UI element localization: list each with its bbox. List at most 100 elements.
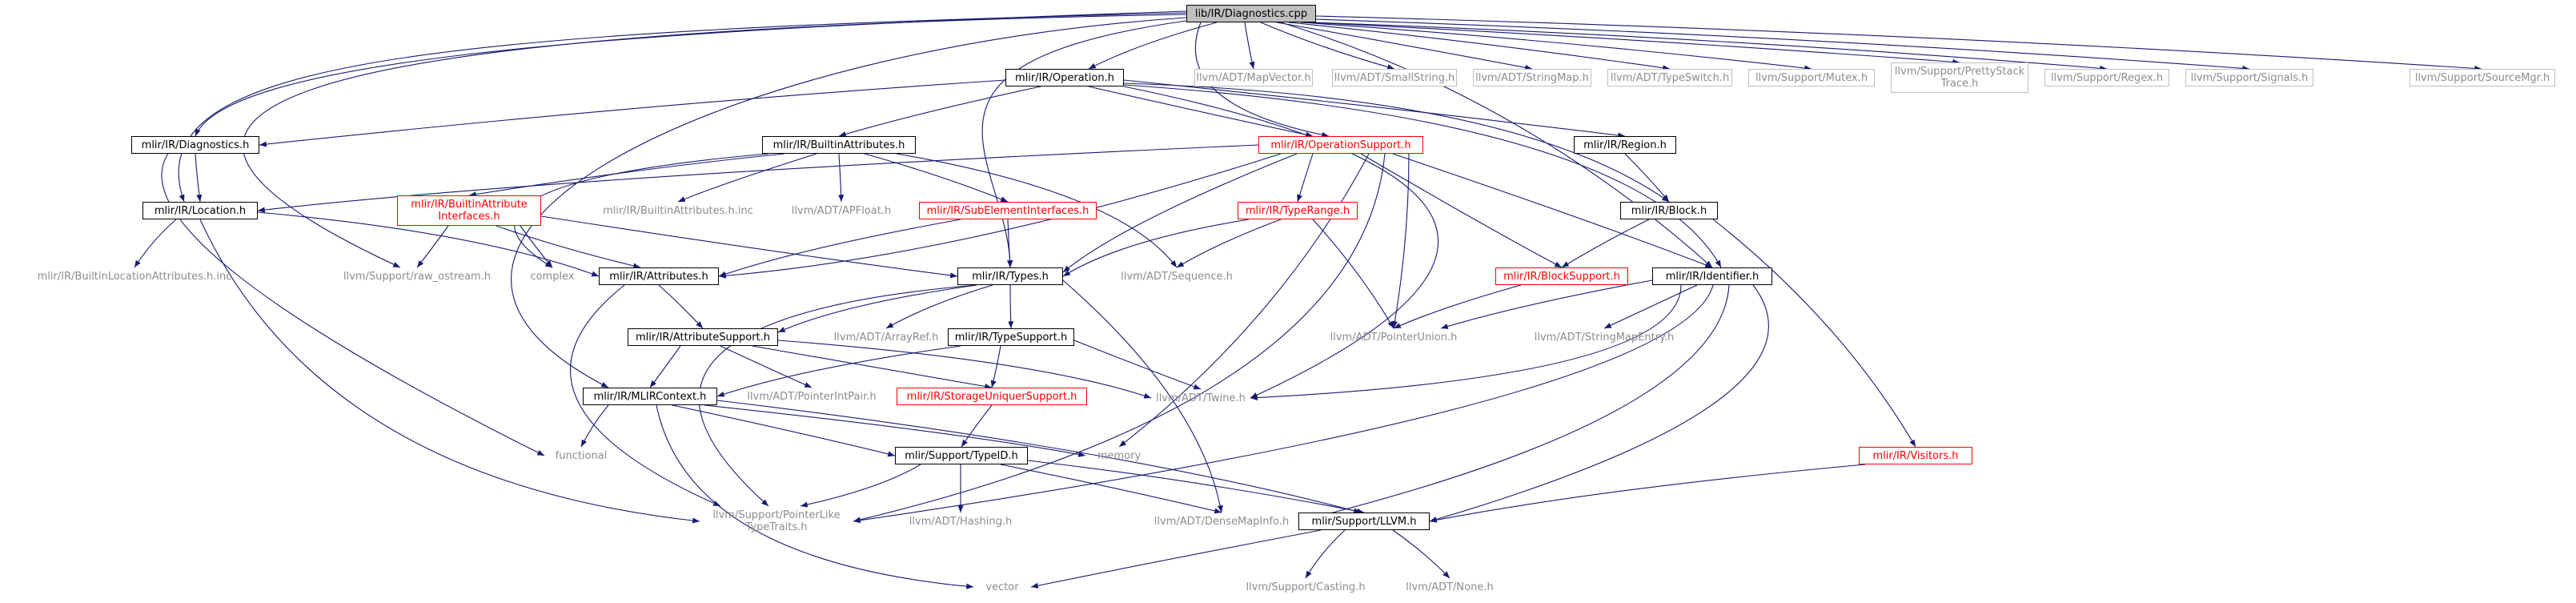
edge-builtinattributeinterfaces-h-to-types-h xyxy=(540,215,958,279)
node-pointerunion-h[interactable]: llvm/ADT/PointerUnion.h xyxy=(1330,331,1458,344)
node-typerange-h[interactable]: mlir/IR/TypeRange.h xyxy=(1238,202,1358,219)
node-storageuniquersupport-h[interactable]: mlir/IR/StorageUniquerSupport.h xyxy=(897,388,1087,405)
node-diagnostics-h[interactable]: mlir/IR/Diagnostics.h xyxy=(131,136,259,154)
node-typesupport-h[interactable]: mlir/IR/TypeSupport.h xyxy=(948,328,1074,346)
edge-builtinattributeinterfaces-h-to-attributes-h xyxy=(496,225,641,269)
edge-subelementinterfaces-h-to-attributes-h xyxy=(718,219,961,277)
node-attributesupport-h[interactable]: mlir/IR/AttributeSupport.h xyxy=(628,328,778,346)
edge-typesupport-h-to-storageuniquersupport-h xyxy=(990,345,1001,388)
node-raw-ostream-h[interactable]: llvm/Support/raw_ostream.h xyxy=(343,270,492,283)
node-casting-h[interactable]: llvm/Support/Casting.h xyxy=(1246,581,1366,593)
edge-typerange-h-to-types-h xyxy=(1062,219,1250,277)
edge-llvm-h-to-none-h xyxy=(1392,529,1451,579)
edge-location-h-to-builtinlocationattributes-inc xyxy=(134,219,177,268)
edge-mlircontext-h-to-memory xyxy=(704,404,1086,457)
node-densemapinfo-h[interactable]: llvm/ADT/DenseMapInfo.h xyxy=(1154,515,1290,528)
node-sourcemgr-h[interactable]: llvm/Support/SourceMgr.h xyxy=(2409,69,2555,86)
edge-mlircontext-h-to-functional xyxy=(580,404,609,448)
node-signals-h[interactable]: llvm/Support/Signals.h xyxy=(2185,69,2313,86)
node-attributes-h[interactable]: mlir/IR/Attributes.h xyxy=(599,267,719,285)
node-vector[interactable]: vector xyxy=(985,581,1019,593)
edge-operationsupport-h-to-attributes-h xyxy=(718,153,1282,279)
node-root-diagnostics-cpp[interactable]: lib/IR/Diagnostics.cpp xyxy=(1186,5,1316,22)
edge-location-h-to-pointerliketypetraits-h xyxy=(199,219,700,524)
edge-builtinattributes-h-to-builtinattributes-inc xyxy=(677,153,817,203)
node-prettystacktrace-h[interactable]: llvm/Support/PrettyStack Trace.h xyxy=(1891,62,2028,93)
node-pointerintpair-h[interactable]: llvm/ADT/PointerIntPair.h xyxy=(747,390,877,403)
node-typeid-h[interactable]: mlir/Support/TypeID.h xyxy=(895,447,1028,464)
edge-identifier-h-to-llvm-h xyxy=(1429,284,1769,522)
node-builtinattributes-inc[interactable]: mlir/IR/BuiltinAttributes.h.inc xyxy=(603,204,753,217)
edge-builtinattributeinterfaces-h-to-complex xyxy=(520,225,553,268)
edge-typerange-h-to-sequence-h xyxy=(1176,219,1282,268)
node-blocksupport-h[interactable]: mlir/IR/BlockSupport.h xyxy=(1495,267,1628,285)
node-block-h[interactable]: mlir/IR/Block.h xyxy=(1620,202,1718,219)
node-hashing-h[interactable]: llvm/ADT/Hashing.h xyxy=(909,515,1013,528)
edge-operationsupport-h-to-blocksupport-h xyxy=(1360,153,1563,268)
edge-identifier-h-to-pointerunion-h xyxy=(1440,279,1653,329)
edge-block-h-to-visitors-h xyxy=(1712,219,1916,448)
node-stringmap-h[interactable]: llvm/ADT/StringMap.h xyxy=(1473,69,1591,86)
edge-mlircontext-h-to-typeid-h xyxy=(672,404,896,457)
node-region-h[interactable]: mlir/IR/Region.h xyxy=(1574,136,1676,154)
edge-types-h-to-attributesupport-h xyxy=(777,284,977,333)
node-visitors-h[interactable]: mlir/IR/Visitors.h xyxy=(1859,447,1972,464)
node-pointerliketypetraits-h[interactable]: llvm/Support/PointerLike TypeTraits.h xyxy=(712,509,841,533)
node-functional[interactable]: functional xyxy=(555,449,608,462)
node-none-h[interactable]: llvm/ADT/None.h xyxy=(1406,581,1494,593)
edge-operationsupport-h-to-memory xyxy=(1118,153,1370,448)
node-mapvector-h[interactable]: llvm/ADT/MapVector.h xyxy=(1194,69,1313,86)
node-typeswitch-h[interactable]: llvm/ADT/TypeSwitch.h xyxy=(1607,69,1732,86)
edge-identifier-h-to-stringmapentry-h xyxy=(1603,284,1698,329)
node-regex-h[interactable]: llvm/Support/Regex.h xyxy=(2044,69,2169,86)
node-twine-h[interactable]: llvm/ADT/Twine.h xyxy=(1156,392,1246,404)
edge-typeid-h-to-llvm-h xyxy=(1027,460,1365,514)
node-identifier-h[interactable]: mlir/IR/Identifier.h xyxy=(1652,267,1772,285)
node-types-h[interactable]: mlir/IR/Types.h xyxy=(957,267,1063,285)
edge-builtinattributes-h-to-subelementinterfaces-h xyxy=(864,153,1009,203)
node-apfloat-h[interactable]: llvm/ADT/APFloat.h xyxy=(791,204,892,217)
edge-operationsupport-h-to-pointerunion-h xyxy=(1392,153,1410,329)
node-memory[interactable]: memory xyxy=(1097,449,1142,462)
node-llvm-h[interactable]: mlir/Support/LLVM.h xyxy=(1298,513,1430,530)
node-operation-h[interactable]: mlir/IR/Operation.h xyxy=(1005,69,1124,86)
edge-subelementinterfaces-h-to-types-h xyxy=(1006,219,1013,268)
edge-operation-h-to-identifier-h xyxy=(1123,84,1722,268)
node-builtinattributeinterfaces-h[interactable]: mlir/IR/BuiltinAttribute Interfaces.h xyxy=(397,195,541,226)
edge-root-diagnostics-cpp-to-sourcemgr-h xyxy=(1315,15,2482,71)
edge-operation-h-to-builtinattributes-h xyxy=(838,86,1041,137)
edge-mlircontext-h-to-llvm-h xyxy=(716,400,1362,514)
node-mlircontext-h[interactable]: mlir/IR/MLIRContext.h xyxy=(583,388,717,405)
edge-visitors-h-to-llvm-h xyxy=(1429,464,1866,523)
edge-operationsupport-h-to-location-h xyxy=(257,144,1259,213)
node-subelementinterfaces-h[interactable]: mlir/IR/SubElementInterfaces.h xyxy=(919,202,1097,219)
node-mutex-h[interactable]: llvm/Support/Mutex.h xyxy=(1748,69,1875,86)
node-arrayref-h[interactable]: llvm/ADT/ArrayRef.h xyxy=(833,331,939,344)
edge-builtinattributeinterfaces-h-to-raw-ostream-h xyxy=(416,225,449,268)
node-complex[interactable]: complex xyxy=(530,270,575,283)
node-sequence-h[interactable]: llvm/ADT/Sequence.h xyxy=(1121,270,1233,283)
edge-root-diagnostics-cpp-to-mapvector-h xyxy=(1244,22,1255,70)
edge-root-diagnostics-cpp-to-signals-h xyxy=(1314,18,2250,71)
edge-mlircontext-h-to-vector xyxy=(656,404,974,589)
edge-storageuniquersupport-h-to-typeid-h xyxy=(961,404,993,448)
node-builtinattributes-h[interactable]: mlir/IR/BuiltinAttributes.h xyxy=(762,136,916,154)
edge-types-h-to-arrayref-h xyxy=(885,284,993,329)
edge-typesupport-h-to-twine-h xyxy=(1073,340,1202,390)
node-stringmapentry-h[interactable]: llvm/ADT/StringMapEntry.h xyxy=(1534,331,1675,344)
node-smallstring-h[interactable]: llvm/ADT/SmallString.h xyxy=(1332,69,1457,86)
edge-builtinattributes-h-to-apfloat-h xyxy=(838,153,845,203)
node-builtinlocationattributes-inc[interactable]: mlir/IR/BuiltinLocationAttributes.h.inc xyxy=(37,270,232,283)
edge-root-diagnostics-cpp-to-smallstring-h xyxy=(1260,22,1395,70)
edge-operation-h-to-twine-h xyxy=(1123,86,1439,399)
edge-types-h-to-typesupport-h xyxy=(1008,284,1014,329)
edge-blocksupport-h-to-pointerunion-h xyxy=(1393,284,1522,329)
edge-root-diagnostics-cpp-to-typeswitch-h xyxy=(1288,22,1671,71)
edge-llvm-h-to-vector xyxy=(1030,529,1322,589)
node-location-h[interactable]: mlir/IR/Location.h xyxy=(142,202,258,219)
edge-root-diagnostics-cpp-to-operation-h xyxy=(1088,22,1218,70)
node-operationsupport-h[interactable]: mlir/IR/OperationSupport.h xyxy=(1258,136,1423,154)
edge-root-diagnostics-cpp-to-prettystacktrace-h xyxy=(1308,22,1960,65)
edge-types-h-to-densemapinfo-h xyxy=(1062,279,1223,513)
